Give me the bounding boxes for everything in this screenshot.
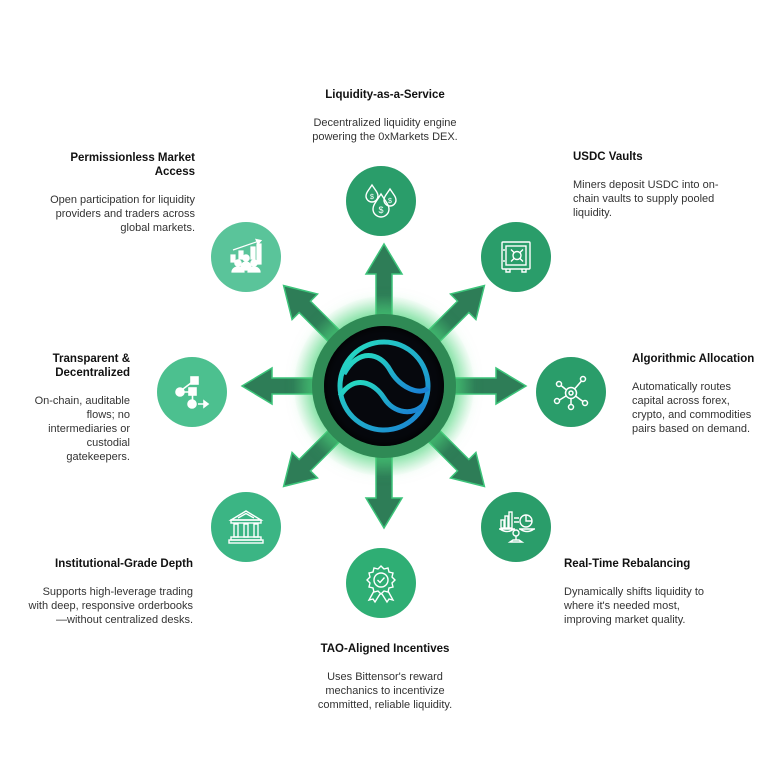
feature-title: Algorithmic Allocation — [632, 353, 755, 365]
svg-text:$: $ — [378, 205, 383, 215]
node-permissionless-market-access — [211, 222, 281, 292]
svg-text:$: $ — [388, 198, 392, 205]
award-badge-icon — [366, 565, 396, 604]
node-usdc-vaults — [481, 222, 551, 292]
feature-algorithmic-allocation: Algorithmic Allocation Automatically rou… — [632, 352, 757, 436]
feature-institutional-grade-depth: Institutional-Grade Depth Supports high-… — [28, 557, 193, 627]
feature-description: Dynamically shifts liquidity to where it… — [564, 586, 704, 626]
hub-logo — [324, 326, 444, 446]
feature-title: TAO-Aligned Incentives — [320, 643, 450, 655]
node-tao-aligned-incentives — [346, 548, 416, 618]
node-real-time-rebalancing — [481, 492, 551, 562]
feature-title: Real-Time Rebalancing — [564, 558, 691, 570]
feature-transparent-decentralized: Transparent & Decentralized On-chain, au… — [26, 352, 130, 464]
feature-description: Open participation for liquidity provide… — [50, 194, 195, 234]
feature-description: Automatically routes capital across fore… — [632, 381, 752, 435]
feature-title: Institutional-Grade Depth — [55, 558, 193, 570]
feature-description: Miners deposit USDC into on-chain vaults… — [573, 179, 719, 219]
node-institutional-grade-depth — [211, 492, 281, 562]
network-hub-icon — [553, 375, 589, 411]
feature-description: Supports high-leverage trading with deep… — [28, 586, 193, 626]
wave-globe-logo-icon — [337, 339, 431, 433]
feature-tao-aligned-incentives: TAO-Aligned Incentives Uses Bittensor's … — [290, 642, 480, 712]
balance-scale-icon — [499, 511, 535, 543]
money-drops-icon: $ $ $ — [365, 183, 397, 218]
feature-description: On-chain, auditable flows; no intermedia… — [34, 395, 130, 463]
feature-title: Permissionless Market Access — [70, 152, 195, 178]
feature-permissionless-market-access: Permissionless Market Access Open partic… — [30, 151, 195, 235]
node-liquidity-as-a-service: $ $ $ — [346, 166, 416, 236]
node-transparent-decentralized — [157, 357, 227, 427]
vault-icon — [501, 241, 531, 273]
bank-building-icon — [228, 510, 264, 544]
growth-community-icon — [230, 238, 263, 273]
feature-title: USDC Vaults — [573, 151, 643, 163]
svg-text:$: $ — [370, 194, 374, 201]
node-algorithmic-allocation — [536, 357, 606, 427]
feature-title: Transparent & Decentralized — [52, 353, 130, 379]
feature-usdc-vaults: USDC Vaults Miners deposit USDC into on-… — [573, 150, 738, 220]
feature-liquidity-as-a-service: Liquidity-as-a-Service Decentralized liq… — [285, 88, 485, 144]
feature-description: Uses Bittensor's reward mechanics to inc… — [317, 671, 453, 711]
feature-title: Liquidity-as-a-Service — [325, 89, 445, 101]
flowchart-icon — [175, 376, 210, 409]
feature-description: Decentralized liquidity engine powering … — [312, 117, 458, 143]
feature-real-time-rebalancing: Real-Time Rebalancing Dynamically shifts… — [564, 557, 729, 627]
